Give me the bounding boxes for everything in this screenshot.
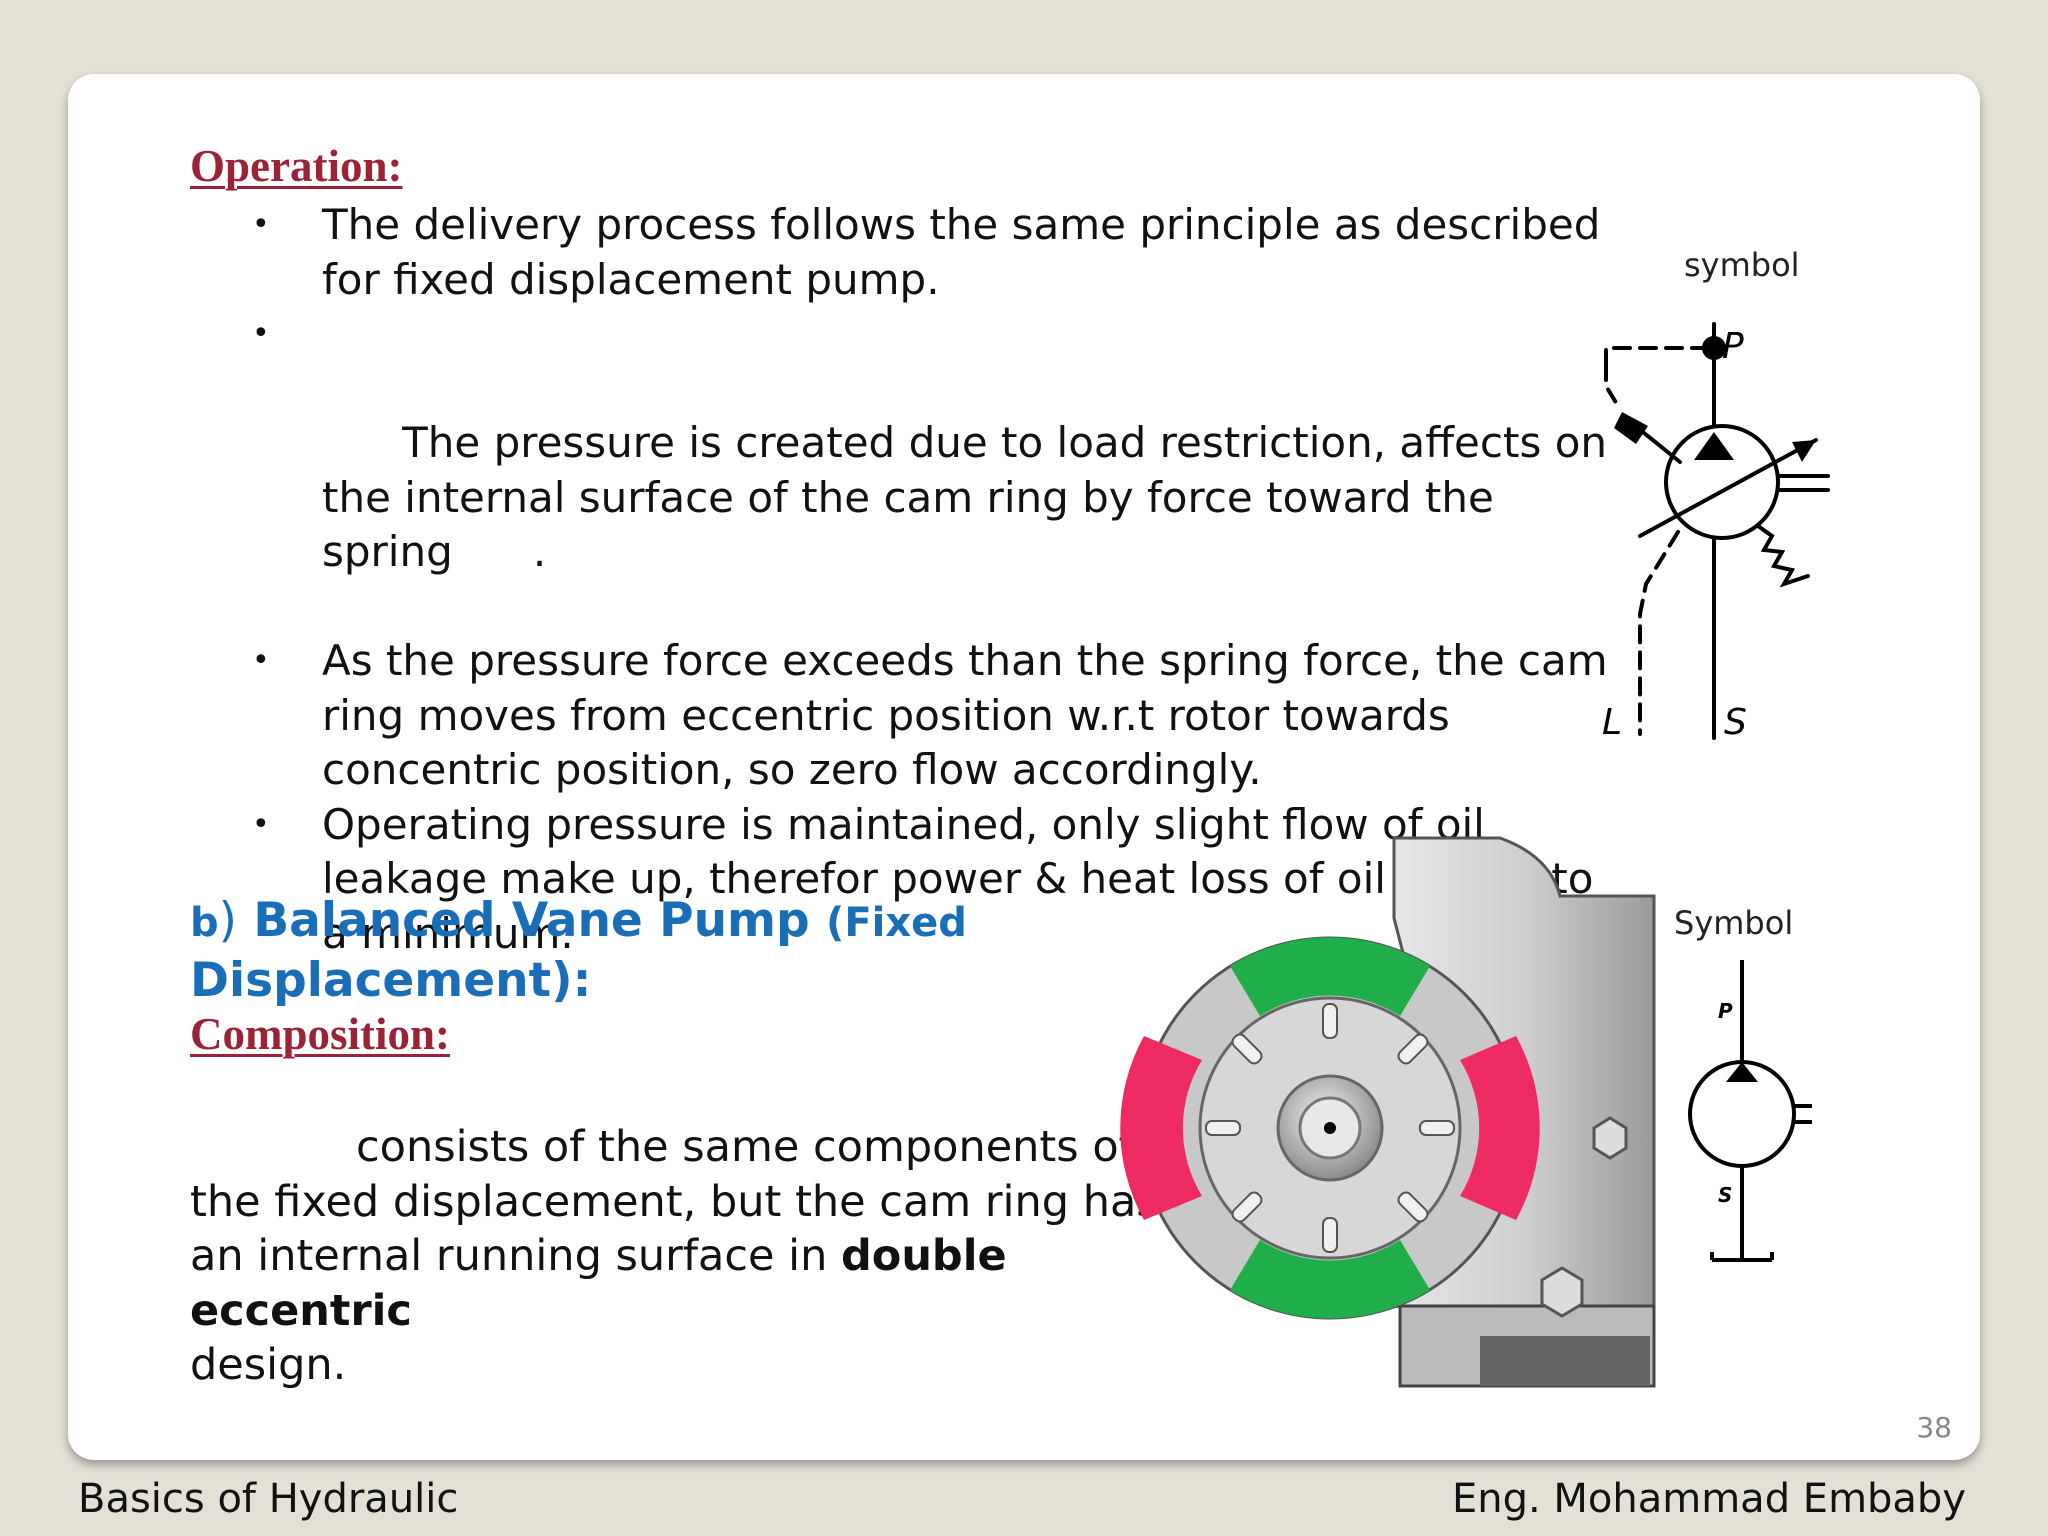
operation-heading: Operation: — [190, 141, 403, 191]
variable-pump-symbol: P L S — [1602, 322, 1830, 743]
variable-symbol-label: symbol — [1684, 246, 1800, 284]
port-p-label: P — [1722, 326, 1744, 367]
port-l-label: L — [1602, 702, 1622, 743]
fixed-port-p-label: P — [1718, 999, 1733, 1023]
fixed-port-s-label: S — [1718, 1183, 1732, 1207]
bullet-item: • The delivery process follows the same … — [190, 198, 1630, 307]
port-s-label: S — [1724, 702, 1747, 743]
balanced-vane-pump-illustration — [1120, 836, 1656, 1388]
footer-course-title: Basics of Hydraulic — [78, 1476, 459, 1522]
page-number: 38 — [1916, 1411, 1952, 1444]
section-title-small: (Fixed — [826, 900, 967, 946]
operation-bullet-list: • The delivery process follows the same … — [190, 198, 1630, 961]
composition-heading: Composition: — [190, 1009, 451, 1059]
composition-paragraph: consists of the same components of the f… — [190, 1120, 1170, 1393]
bullet-item: • The pressure is created due to load re… — [190, 307, 1630, 634]
composition-text-end: design. — [190, 1340, 347, 1390]
fixed-pump-symbol: P S — [1688, 960, 1812, 1262]
bullet-item: • Operating pressure is maintained, only… — [190, 798, 1630, 962]
bullet-text: Operating pressure is maintained, only s… — [322, 799, 1594, 958]
section-paren: ) — [218, 893, 237, 948]
bullet-marker: • — [252, 207, 270, 242]
composition-text: consists of the same components of the f… — [190, 1122, 1159, 1281]
fixed-symbol-label: Symbol — [1674, 904, 1794, 942]
bullet-text: As the pressure force exceeds than the s… — [322, 636, 1608, 794]
bullet-marker: • — [252, 806, 270, 842]
bullet-item: • As the pressure force exceeds than the… — [190, 634, 1630, 798]
footer-author: Eng. Mohammad Embaby — [1451, 1476, 1966, 1522]
bullet-text: The delivery process follows the same pr… — [322, 200, 1601, 304]
bullet-marker: • — [252, 316, 270, 351]
slide-panel: Operation: • The delivery process follow… — [68, 74, 1980, 1460]
composition-bold-text: double eccentric — [190, 1231, 1007, 1336]
bullet-marker: • — [252, 643, 270, 678]
section-title: Balanced Vane Pump — [253, 893, 810, 948]
section-prefix: b — [190, 900, 219, 946]
section-title-line2: Displacement): — [190, 953, 592, 1008]
balanced-pump-title: b) Balanced Vane Pump (Fixed Displacemen… — [190, 892, 1170, 1009]
bullet-text: The pressure is created due to load rest… — [322, 418, 1621, 576]
